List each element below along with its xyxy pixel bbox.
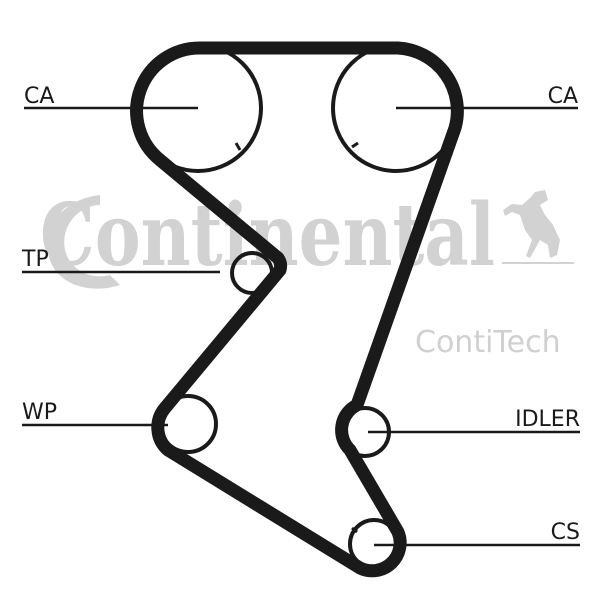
sub-brand-name: ContiTech [415,325,561,360]
label-ca-left: CA [24,84,54,109]
leader-lines [22,106,580,547]
horse-icon [502,190,574,264]
label-idler: IDLER [515,407,580,432]
timing-marks [234,141,359,534]
label-tp: TP [21,247,49,272]
timing-belt [130,41,464,578]
label-cs: CS [551,520,580,545]
brand-swirl-icon [47,195,121,289]
label-wp: WP [22,400,57,425]
pulleys [133,43,461,570]
label-ca-right: CA [548,84,578,109]
